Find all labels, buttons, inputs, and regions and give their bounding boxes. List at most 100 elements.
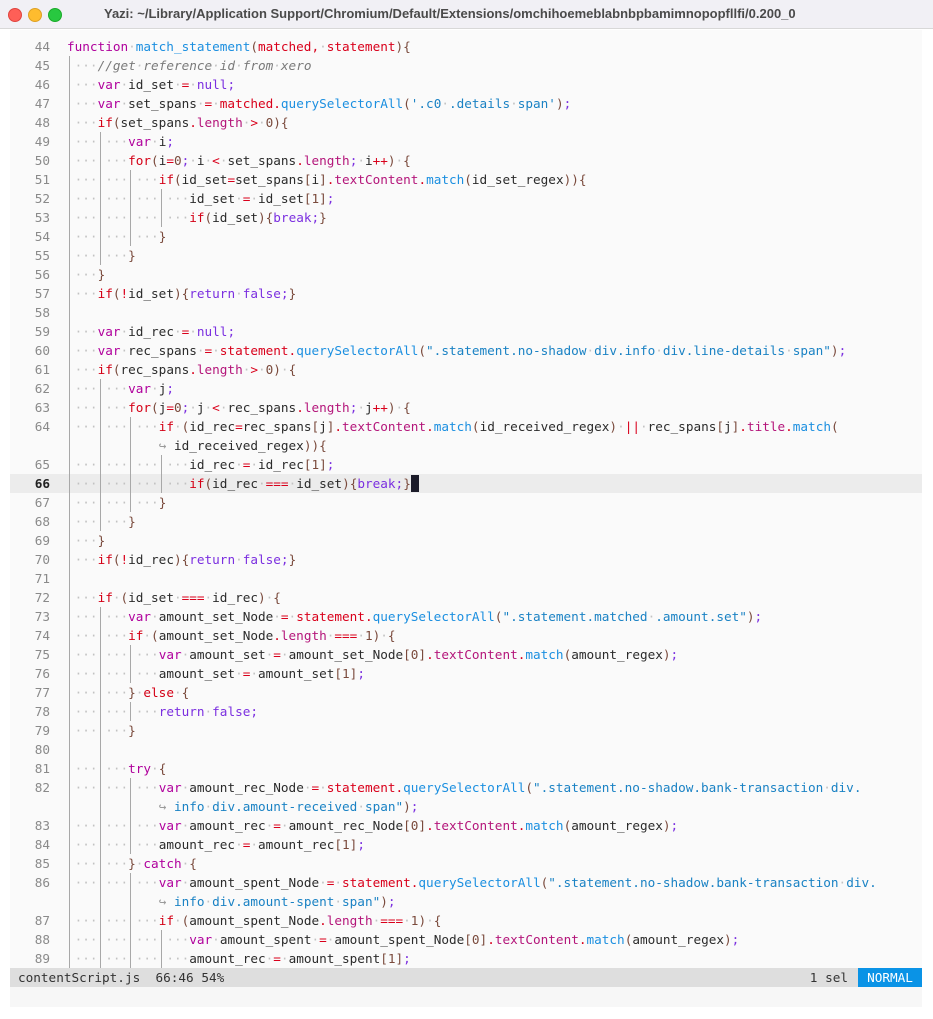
line-text[interactable]: ·········if·(amount_spent_Node.length·==…	[67, 911, 441, 930]
line-text[interactable]: ······for(i=0;·i·<·set_spans.length;·i++…	[67, 151, 411, 170]
line-text[interactable]: ······}	[67, 512, 136, 531]
line-text[interactable]: ············var·amount_spent·=·amount_sp…	[67, 930, 739, 949]
line-text[interactable]: ···}	[67, 531, 105, 550]
line-text[interactable]: ······try·{	[67, 759, 166, 778]
code-line[interactable]: 75·········var·amount_set·=·amount_set_N…	[10, 645, 922, 664]
line-text[interactable]: ···if(set_spans.length·>·0){	[67, 113, 289, 132]
code-line[interactable]: 61···if(rec_spans.length·>·0)·{	[10, 360, 922, 379]
code-line[interactable]: 71	[10, 569, 922, 588]
code-line[interactable]: 45···//get·reference·id·from·xero	[10, 56, 922, 75]
code-line[interactable]: 82·········var·amount_rec_Node·=·stateme…	[10, 778, 922, 797]
code-line[interactable]: 66············if(id_rec·===·id_set){brea…	[10, 474, 922, 493]
line-text[interactable]: ·········if·(id_rec=rec_spans[j].textCon…	[67, 417, 839, 436]
code-line[interactable]: 52············id_set·=·id_set[1];	[10, 189, 922, 208]
line-text[interactable]: ·········if(id_set=set_spans[i].textCont…	[67, 170, 587, 189]
line-text[interactable]: ······}·catch·{	[67, 854, 197, 873]
line-text[interactable]: ···if·(id_set·===·id_rec)·{	[67, 588, 281, 607]
code-line[interactable]: 49······var·i;	[10, 132, 922, 151]
line-text[interactable]: ↪ id_received_regex)){	[67, 436, 327, 455]
line-text[interactable]: ···var·id_set·=·null;	[67, 75, 235, 94]
code-line[interactable]: 60···var·rec_spans·=·statement.querySele…	[10, 341, 922, 360]
code-line[interactable]: 84·········amount_rec·=·amount_rec[1];	[10, 835, 922, 854]
line-text[interactable]: ······}	[67, 721, 136, 740]
code-line[interactable]: 76·········amount_set·=·amount_set[1];	[10, 664, 922, 683]
line-text[interactable]: ···if(!id_rec){return·false;}	[67, 550, 296, 569]
code-line[interactable]: 65············id_rec·=·id_rec[1];	[10, 455, 922, 474]
code-line[interactable]: 85······}·catch·{	[10, 854, 922, 873]
code-line[interactable]: 54·········}	[10, 227, 922, 246]
code-line[interactable]: 83·········var·amount_rec·=·amount_rec_N…	[10, 816, 922, 835]
line-text[interactable]	[67, 740, 128, 759]
code-line[interactable]: 69···}	[10, 531, 922, 550]
code-line-wrap[interactable]: ↪ info·div.amount-spent·span");	[10, 892, 922, 911]
line-text[interactable]: ······var·i;	[67, 132, 174, 151]
code-line[interactable]: 74······if·(amount_set_Node.length·===·1…	[10, 626, 922, 645]
maximize-window-button[interactable]	[48, 8, 62, 22]
command-line[interactable]	[10, 987, 922, 1007]
code-line[interactable]: 53············if(id_set){break;}	[10, 208, 922, 227]
line-text[interactable]: ···if(rec_spans.length·>·0)·{	[67, 360, 296, 379]
line-text[interactable]	[67, 569, 98, 588]
line-text[interactable]: ·········amount_rec·=·amount_rec[1];	[67, 835, 365, 854]
line-text[interactable]: ······if·(amount_set_Node.length·===·1)·…	[67, 626, 396, 645]
line-text[interactable]: ·········var·amount_rec·=·amount_rec_Nod…	[67, 816, 678, 835]
line-text[interactable]: ···var·set_spans·=·matched.querySelector…	[67, 94, 571, 113]
code-line[interactable]: 64·········if·(id_rec=rec_spans[j].textC…	[10, 417, 922, 436]
code-line[interactable]: 81······try·{	[10, 759, 922, 778]
line-text[interactable]: ·········var·amount_spent_Node·=·stateme…	[67, 873, 877, 892]
line-text[interactable]: ······var·amount_set_Node·=·statement.qu…	[67, 607, 762, 626]
code-line-wrap[interactable]: ↪ info·div.amount-received·span");	[10, 797, 922, 816]
code-line[interactable]: 51·········if(id_set=set_spans[i].textCo…	[10, 170, 922, 189]
code-line[interactable]: 62······var·j;	[10, 379, 922, 398]
line-text[interactable]: ···var·id_rec·=·null;	[67, 322, 235, 341]
code-line[interactable]: 59···var·id_rec·=·null;	[10, 322, 922, 341]
code-line[interactable]: 77······}·else·{	[10, 683, 922, 702]
line-text[interactable]: ············id_rec·=·id_rec[1];	[67, 455, 334, 474]
code-line-wrap[interactable]: ↪ id_received_regex)){	[10, 436, 922, 455]
code-line[interactable]: 78·········return·false;	[10, 702, 922, 721]
code-line[interactable]: 73······var·amount_set_Node·=·statement.…	[10, 607, 922, 626]
code-line[interactable]: 50······for(i=0;·i·<·set_spans.length;·i…	[10, 151, 922, 170]
line-text[interactable]: ·········amount_set·=·amount_set[1];	[67, 664, 365, 683]
code-line[interactable]: 87·········if·(amount_spent_Node.length·…	[10, 911, 922, 930]
line-text[interactable]: ············if(id_set){break;}	[67, 208, 327, 227]
line-text[interactable]: ···}	[67, 265, 105, 284]
line-text[interactable]: ···//get·reference·id·from·xero	[67, 56, 311, 75]
line-text[interactable]: ·········}	[67, 493, 166, 512]
code-line[interactable]: 70···if(!id_rec){return·false;}	[10, 550, 922, 569]
line-text[interactable]: function·match_statement(matched,·statem…	[67, 37, 411, 56]
minimize-window-button[interactable]	[28, 8, 42, 22]
line-text[interactable]: ············amount_rec·=·amount_spent[1]…	[67, 949, 411, 968]
line-text[interactable]	[67, 303, 98, 322]
code-line[interactable]: 80	[10, 740, 922, 759]
code-line[interactable]: 88············var·amount_spent·=·amount_…	[10, 930, 922, 949]
line-text[interactable]: ···if(!id_set){return·false;}	[67, 284, 296, 303]
line-text[interactable]: ···var·rec_spans·=·statement.querySelect…	[67, 341, 846, 360]
line-text[interactable]: ······for(j=0;·j·<·rec_spans.length;·j++…	[67, 398, 411, 417]
line-text[interactable]: ↪ info·div.amount-received·span");	[67, 797, 418, 816]
line-text[interactable]: ······var·j;	[67, 379, 174, 398]
close-window-button[interactable]	[8, 8, 22, 22]
line-text[interactable]: ······}·else·{	[67, 683, 189, 702]
code-line[interactable]: 48···if(set_spans.length·>·0){	[10, 113, 922, 132]
line-text[interactable]: ······}	[67, 246, 136, 265]
line-text[interactable]: ↪ info·div.amount-spent·span");	[67, 892, 396, 911]
code-line[interactable]: 79······}	[10, 721, 922, 740]
code-line[interactable]: 89············amount_rec·=·amount_spent[…	[10, 949, 922, 968]
code-line[interactable]: 56···}	[10, 265, 922, 284]
line-text[interactable]: ············id_set·=·id_set[1];	[67, 189, 334, 208]
line-text[interactable]: ·········}	[67, 227, 166, 246]
line-text[interactable]: ·········var·amount_set·=·amount_set_Nod…	[67, 645, 678, 664]
code-line[interactable]: 47···var·set_spans·=·matched.querySelect…	[10, 94, 922, 113]
code-line[interactable]: 68······}	[10, 512, 922, 531]
code-line[interactable]: 57···if(!id_set){return·false;}	[10, 284, 922, 303]
code-line[interactable]: 46···var·id_set·=·null;	[10, 75, 922, 94]
code-line[interactable]: 58	[10, 303, 922, 322]
code-line[interactable]: 86·········var·amount_spent_Node·=·state…	[10, 873, 922, 892]
code-line[interactable]: 63······for(j=0;·j·<·rec_spans.length;·j…	[10, 398, 922, 417]
line-text[interactable]: ·········var·amount_rec_Node·=·statement…	[67, 778, 861, 797]
code-line[interactable]: 67·········}	[10, 493, 922, 512]
